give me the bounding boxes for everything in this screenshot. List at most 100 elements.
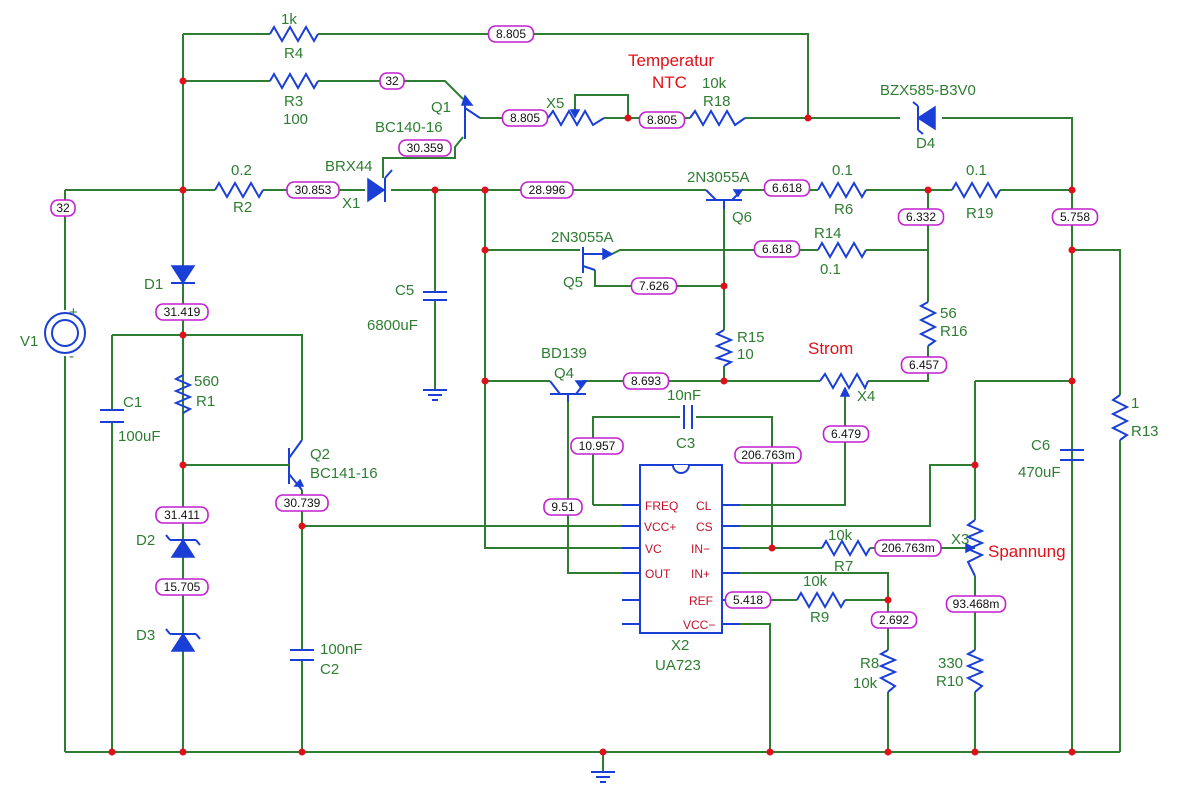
voltage-probe-value: 15.705 [164,580,201,594]
potentiometer-x5 [547,108,605,128]
v1-minus: - [69,348,74,365]
annotation-ntc: NTC [652,73,687,92]
voltage-probe-value: 31.419 [164,305,201,319]
voltage-probe: 30.739 [275,494,329,512]
r15-value: 10 [737,346,754,363]
thyristor-x1 [367,169,393,203]
r8-name: R8 [860,655,879,672]
r13-value: 1 [1131,395,1139,412]
r19-name: R19 [966,205,994,222]
resistor-r7 [821,538,871,558]
pin-cs: CS [696,520,713,534]
voltage-probe: 6.457 [900,356,948,374]
resistor-r4 [269,24,319,44]
voltage-probe: 8.693 [622,372,670,390]
voltage-probe-value: 32 [385,74,399,88]
r15-name: R15 [737,329,765,346]
ic-ua723 [622,464,740,634]
pin-vc: VC [645,542,662,556]
voltage-probe: 15.705 [155,578,209,596]
r14-name: R14 [814,225,842,242]
r16-name: R16 [940,323,968,340]
voltage-probe-value: 7.626 [639,279,669,293]
d1-name: D1 [144,276,163,293]
q2-model: BC141-16 [310,465,378,482]
voltage-probe: 28.996 [520,181,574,199]
pin-out: OUT [645,567,671,581]
r10-value: 330 [938,655,963,672]
c1-value: 100uF [118,428,161,445]
transistor-q5 [582,247,614,273]
q1-name: Q1 [431,99,451,116]
d4-model: BZX585-B3V0 [880,82,976,99]
resistor-r16 [918,301,938,347]
q6-name: Q6 [732,209,752,226]
pin-vccm: VCC− [683,618,715,632]
c6-name: C6 [1031,437,1050,454]
ground-main [591,771,615,783]
pin-inm: IN− [691,542,710,556]
q1-model: BC140-16 [375,119,443,136]
pin-freq: FREQ [645,499,678,513]
voltage-probe-value: 8.693 [631,374,661,388]
voltage-probe: 32 [50,199,76,217]
q4-name: Q4 [554,365,574,382]
q6-model: 2N3055A [687,169,750,186]
voltage-probe-value: 6.618 [772,181,802,195]
voltage-probe-value: 5.758 [1060,210,1090,224]
resistor-r15 [714,329,734,367]
resistor-r3 [269,71,319,91]
r18-name: R18 [703,93,731,110]
c5-name: C5 [395,282,414,299]
c3-name: C3 [676,435,695,452]
voltage-probe-value: 10.957 [579,439,616,453]
resistor-r10 [965,649,985,693]
r16-value: 56 [940,305,957,322]
voltage-probe-value: 5.418 [733,593,763,607]
voltage-probe: 8.805 [501,109,549,127]
r1-name: R1 [196,393,215,410]
voltage-probe-value: 8.805 [496,27,526,41]
voltage-probe-value: 9.51 [551,500,575,514]
voltage-probe: 5.418 [724,591,772,609]
zener-d4 [912,101,936,135]
voltage-probe: 2.692 [870,611,918,629]
q5-model: 2N3055A [551,229,614,246]
voltage-probe-value: 30.739 [284,496,321,510]
voltage-probe-value: 31.411 [164,508,200,522]
r6-value: 0.1 [832,162,853,179]
voltage-probe-value: 8.805 [647,113,677,127]
voltage-probe-value: 6.457 [909,358,939,372]
voltage-probe-value: 2.692 [879,613,909,627]
r8-value: 10k [853,675,878,692]
r4-value: 1k [281,11,297,28]
d3-name: D3 [136,627,155,644]
x2-model: UA723 [655,657,701,674]
r14-value: 0.1 [820,261,841,278]
potentiometer-x4 [819,371,869,397]
voltage-probe: 5.758 [1051,208,1099,226]
v1-plus: + [69,304,78,321]
capacitor-c3 [683,405,693,429]
r3-name: R3 [284,93,303,110]
x1-model: BRX44 [325,158,373,175]
r9-value: 10k [803,573,828,590]
v1-name: V1 [20,333,38,350]
voltage-probe: 8.805 [487,25,535,43]
ic-pin-labels: FREQ CL VCC+ CS VC IN− OUT IN+ REF VCC− [644,499,715,632]
voltage-probe-value: 6.618 [762,242,792,256]
r10-name: R10 [936,673,964,690]
voltage-probe-value: 32 [56,201,70,215]
voltage-probe: 10.957 [570,437,624,455]
c2-name: C2 [320,661,339,678]
voltage-probe: 7.626 [630,277,678,295]
r4-name: R4 [284,45,303,62]
q4-model: BD139 [541,345,587,362]
q5-name: Q5 [563,274,583,291]
pin-vccp: VCC+ [644,520,676,534]
x2-name: X2 [671,637,689,654]
voltage-probe: 6.618 [763,179,811,197]
annotation-spannung: Spannung [988,542,1066,561]
r9-name: R9 [810,609,829,626]
voltage-probe: 6.332 [897,208,945,226]
